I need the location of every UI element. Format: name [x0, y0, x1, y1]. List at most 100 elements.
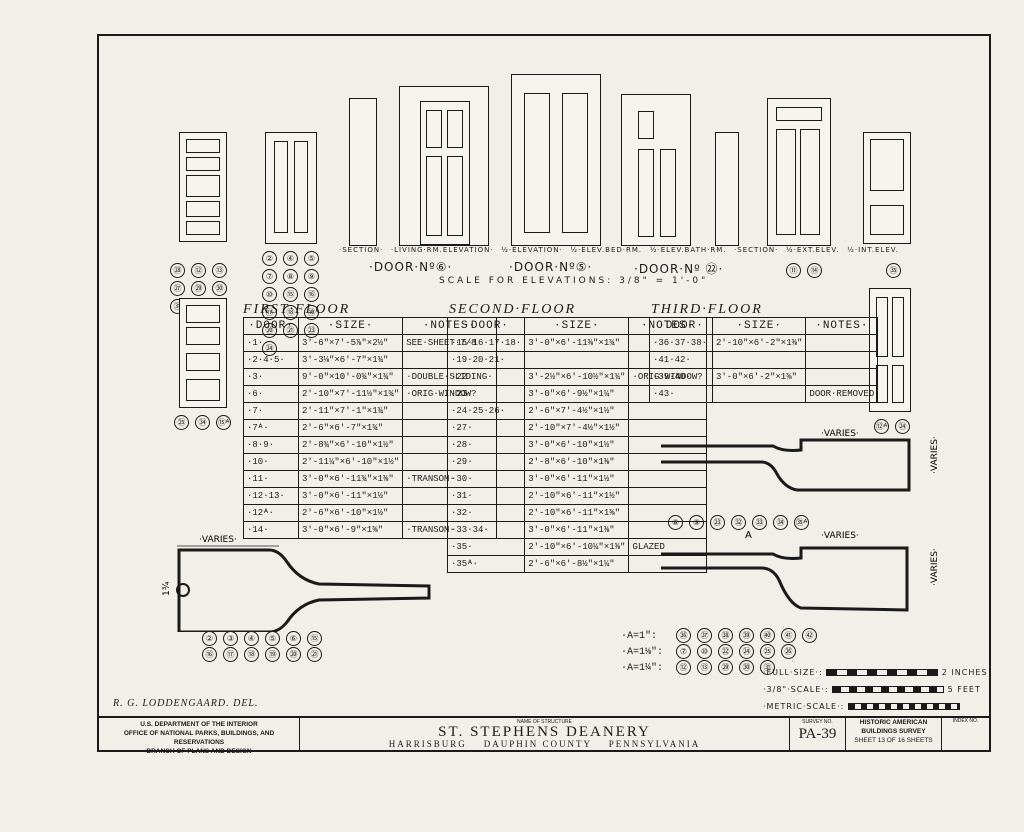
varies-label: ·VARIES· [821, 531, 859, 541]
schedule-row: ·28·3'-0"×6'-10"×1½" [446, 436, 707, 454]
schedule-header: ·NOTES· [805, 317, 879, 335]
door-number: ③ [223, 631, 238, 646]
schedule-row: ·43·DOOR·REMOVED [649, 385, 879, 403]
door-number: ㉙ [191, 281, 206, 296]
door-number: ② [262, 251, 277, 266]
elevation-label: ½·ELEVATION· [501, 246, 563, 254]
schedule-row: ·35ᴬ·2'-6"×6'-8½"×1¼" [446, 555, 707, 573]
inches-label: 2 INCHES [941, 668, 988, 677]
habs-line: HISTORIC AMERICAN [859, 719, 928, 726]
schedule-header: ·DOOR· [446, 317, 526, 335]
schedule-cell: 2'-6"×6'-8½"×1¼" [524, 555, 630, 573]
elevation-label: ·SECTION· [339, 246, 384, 254]
schedule-cell: ·19·20·21· [446, 351, 526, 369]
door-profile-section-right-top: ·VARIES· ·VARIES· [661, 429, 940, 492]
schedule-cell: ·31· [446, 487, 526, 505]
door-number: ⑩ [262, 287, 277, 302]
survey-block: SURVEY NO. PA-39 [789, 718, 845, 752]
schedule-cell [711, 385, 807, 403]
schedule-cell: 2'-10"×6'-11"×1½" [524, 487, 630, 505]
door-elevation-door-11-14 [767, 98, 831, 246]
door-number: ㊶ [781, 628, 796, 643]
door-number: ⑬ [697, 660, 712, 675]
schedule-cell: ·2·4·5· [243, 351, 299, 369]
door-number: ㊷ [802, 628, 817, 643]
schedule-cell: ·12·13· [243, 487, 299, 505]
third-floor-schedule: ·DOOR··SIZE··NOTES··36·37·38·2'-10"×6'-2… [649, 317, 879, 403]
schedule-cell: 3'-0"×6'-10"×1½" [524, 436, 630, 454]
scale-for-elevations: SCALE FOR ELEVATIONS: 3/8" = 1'-0" [439, 276, 709, 286]
varies-label: ·VARIES· [930, 436, 940, 474]
door-number: ⑧ [668, 515, 683, 530]
elevation-labels: ·SECTION· ·LIVING·RM.ELEVATION· ½·ELEVAT… [339, 246, 899, 254]
schedule-row: ·2·4·5·3'-3⅛"×6'-7"×1¾" [243, 351, 497, 369]
schedule-cell: 3'-0"×6'-11¾"×1⅜" [297, 470, 404, 488]
door-number: ㉕ [760, 644, 775, 659]
schedule-cell: 9'-0"×10'-0¾"×1¾" [297, 368, 404, 386]
schedule-cell: 2'-6"×6'-10"×1½" [297, 504, 404, 522]
door-number: ㉝ [752, 515, 767, 530]
schedule-row: ·39·40·3'-0"×6'-2"×1⅜" [649, 368, 879, 386]
agency-line: OFFICE OF NATIONAL PARKS, BUILDINGS, AND… [123, 730, 275, 746]
schedule-cell [628, 402, 707, 420]
schedule-header: ·SIZE· [711, 317, 807, 335]
door-number: ⑯ [202, 647, 217, 662]
first-floor-title: FIRST·FLOOR [243, 302, 351, 317]
schedule-cell: ·28· [446, 436, 526, 454]
schedule-row: ·29·2'-8"×6'-10"×1⅜" [446, 453, 707, 471]
door-5-title: ·DOOR·Nº⑤· [509, 260, 593, 274]
door-number: ⑧ [283, 269, 298, 284]
door-numbers-group-d: ㉟ [883, 260, 904, 278]
schedule-cell: 3'-0"×6'-2"×1⅜" [711, 368, 807, 386]
schedule-cell: DOOR·REMOVED [805, 385, 879, 403]
thickness-label: 1¾ [162, 581, 172, 596]
schedule-cell: ·35· [446, 538, 526, 556]
schedule-cell: ·33·34· [446, 521, 526, 539]
door-number: ㉟ᴬ [794, 515, 809, 530]
schedule-cell: ·3· [243, 368, 299, 386]
survey-number-label: SURVEY NO. [802, 719, 833, 725]
door-number: ⑪ [786, 263, 801, 278]
door-6-title: ·DOOR·Nº⑥· [369, 260, 453, 274]
schedule-cell: ·10· [243, 453, 299, 471]
schedule-cell: ·36·37·38· [649, 334, 713, 352]
schedule-cell: 3'-0"×6'-11"×1½" [524, 470, 630, 488]
three-eighths-scale-label: ·3/8"·SCALE·: [763, 685, 829, 694]
schedule-cell: 2'-8"×6'-10"×1⅜" [524, 453, 630, 471]
door-number: ⑮ᴬ [216, 415, 231, 430]
door-number: ⑤ [265, 631, 280, 646]
schedule-cell: ·24·25·26· [446, 402, 526, 420]
metric-scale-label: ·METRIC·SCALE·: [763, 702, 845, 711]
door-elevation-door-6 [399, 86, 489, 246]
door-number: ⑨ [304, 269, 319, 284]
schedule-cell [805, 334, 879, 352]
schedule-cell: 3'-0"×6'-11"×1⅜" [524, 521, 630, 539]
schedule-cell: 3'-0"×6'-11⅜"×1¾" [524, 334, 630, 352]
door-number: ⑮ [283, 287, 298, 302]
scale-legend: ·FULL·SIZE·: 2 INCHES ·3/8"·SCALE·: 5 FE… [763, 664, 987, 715]
door-number: ㊱ [676, 628, 691, 643]
schedule-header: ·DOOR· [243, 317, 299, 335]
door-number: ㉟ [886, 263, 901, 278]
door-number: ㉘ [170, 263, 185, 278]
door-number: ㉙ [718, 660, 733, 675]
schedule-cell: 3'-0"×6'-9½"×1¼" [524, 385, 630, 403]
door-number: ㉚ [212, 281, 227, 296]
agency-line: U.S. DEPARTMENT OF THE INTERIOR [140, 721, 258, 728]
schedule-cell: ·41·42· [649, 351, 713, 369]
door-section-2 [715, 132, 739, 246]
door-number: ㉜ [731, 515, 746, 530]
schedule-cell: ·29· [446, 453, 526, 471]
a-dimension-value: ·A=1¼": [621, 663, 664, 674]
varies-label: ·VARIES· [199, 535, 237, 545]
door-number: ㊴ [739, 628, 754, 643]
door-number: ㉑ [307, 647, 322, 662]
door-number: ⑫ [676, 660, 691, 675]
schedule-cell: ·12ᴬ· [243, 504, 299, 522]
door-number: ⑫ᴬ [874, 419, 889, 434]
schedule-header: ·SIZE· [297, 317, 404, 335]
door-section-1 [349, 98, 377, 246]
